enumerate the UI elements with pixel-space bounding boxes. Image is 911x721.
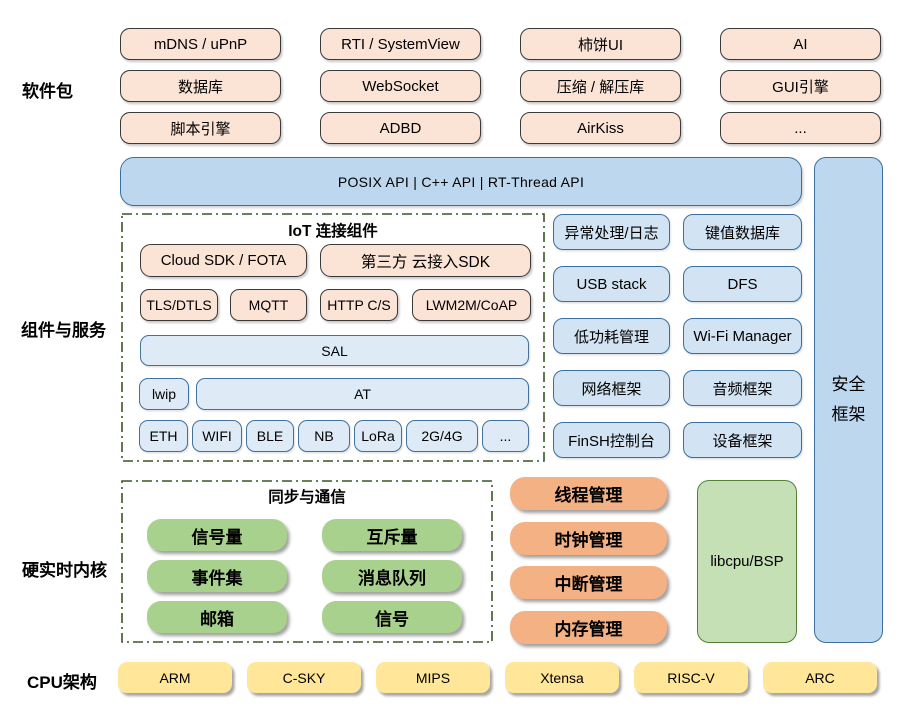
iot-protocol-box: TLS/DTLS bbox=[140, 289, 218, 321]
link-box: NB bbox=[298, 420, 350, 452]
kernel-ipc-box: 消息队列 bbox=[322, 560, 462, 592]
iot-protocol-box: LWM2M/CoAP bbox=[412, 289, 531, 321]
security-framework-line2: 框架 bbox=[831, 405, 866, 424]
service-box: 异常处理/日志 bbox=[553, 214, 670, 250]
package-box: WebSocket bbox=[320, 70, 481, 102]
iot-connectivity-container: IoT 连接组件 Cloud SDK / FOTA 第三方 云接入SDK TLS… bbox=[121, 213, 545, 462]
lwip-box: lwip bbox=[139, 378, 189, 410]
kernel-mgmt-box: 时钟管理 bbox=[510, 522, 667, 555]
kernel-mgmt-box: 中断管理 bbox=[510, 566, 667, 599]
kernel-ipc-box: 邮箱 bbox=[147, 601, 287, 633]
iot-protocol-box: MQTT bbox=[230, 289, 307, 321]
services-grid: 异常处理/日志 键值数据库 USB stack DFS 低功耗管理 Wi-Fi … bbox=[553, 214, 802, 458]
kernel-mgmt-box: 线程管理 bbox=[510, 477, 667, 510]
security-framework-line1: 安全 bbox=[831, 375, 866, 395]
cpu-arch-box: MIPS bbox=[376, 662, 490, 693]
cpu-arch-box: ARC bbox=[763, 662, 877, 693]
service-box: 键值数据库 bbox=[683, 214, 802, 250]
link-box: ETH bbox=[139, 420, 188, 452]
section-label-cpu-arch: CPU架构 bbox=[27, 673, 97, 692]
package-box: ADBD bbox=[320, 112, 481, 144]
software-packages-grid: mDNS / uPnP RTI / SystemView 柿饼UI AI 数据库… bbox=[120, 28, 881, 144]
package-box: 脚本引擎 bbox=[120, 112, 281, 144]
package-box: mDNS / uPnP bbox=[120, 28, 281, 60]
iot-container-title: IoT 连接组件 bbox=[288, 223, 378, 240]
at-layer-box: AT bbox=[196, 378, 529, 410]
cpu-arch-box: Xtensa bbox=[505, 662, 619, 693]
link-box: LoRa bbox=[354, 420, 402, 452]
dashed-border bbox=[121, 480, 493, 643]
kernel-ipc-box: 信号量 bbox=[147, 519, 287, 551]
iot-sdk-box: 第三方 云接入SDK bbox=[320, 244, 531, 277]
package-box: 数据库 bbox=[120, 70, 281, 102]
service-box: DFS bbox=[683, 266, 802, 302]
service-box: 设备框架 bbox=[683, 422, 802, 458]
kernel-ipc-box: 事件集 bbox=[147, 560, 287, 592]
kernel-mgmt-box: 内存管理 bbox=[510, 611, 667, 644]
service-box: USB stack bbox=[553, 266, 670, 302]
cpu-arch-box: ARM bbox=[118, 662, 232, 693]
cpu-arch-row: ARM C-SKY MIPS Xtensa RISC-V ARC bbox=[118, 662, 877, 693]
security-framework-box: 安全 框架 bbox=[814, 157, 883, 643]
package-box: AI bbox=[720, 28, 881, 60]
link-box: WIFI bbox=[192, 420, 242, 452]
iot-protocol-box: HTTP C/S bbox=[320, 289, 398, 321]
section-label-realtime-kernel: 硬实时内核 bbox=[22, 561, 107, 580]
kernel-ipc-box: 互斥量 bbox=[322, 519, 462, 551]
package-box: RTI / SystemView bbox=[320, 28, 481, 60]
iot-sdk-box: Cloud SDK / FOTA bbox=[140, 244, 307, 277]
link-box: 2G/4G bbox=[406, 420, 478, 452]
dashed-border bbox=[121, 213, 545, 462]
service-box: 网络框架 bbox=[553, 370, 670, 406]
link-box: ... bbox=[482, 420, 529, 452]
section-label-components-services: 组件与服务 bbox=[21, 321, 106, 340]
sal-layer-box: SAL bbox=[140, 335, 529, 366]
service-box: 音频框架 bbox=[683, 370, 802, 406]
sync-communication-container: 同步与通信 信号量 互斥量 事件集 消息队列 邮箱 信号 bbox=[121, 480, 493, 643]
package-box: GUI引擎 bbox=[720, 70, 881, 102]
package-box: AirKiss bbox=[520, 112, 681, 144]
package-box: ... bbox=[720, 112, 881, 144]
libcpu-bsp-box: libcpu/BSP bbox=[697, 480, 797, 643]
section-label-software-packages: 软件包 bbox=[22, 82, 73, 101]
api-layer-bar: POSIX API | C++ API | RT-Thread API bbox=[120, 157, 802, 206]
service-box: 低功耗管理 bbox=[553, 318, 670, 354]
package-box: 压缩 / 解压库 bbox=[520, 70, 681, 102]
service-box: FinSH控制台 bbox=[553, 422, 670, 458]
package-box: 柿饼UI bbox=[520, 28, 681, 60]
cpu-arch-box: RISC-V bbox=[634, 662, 748, 693]
link-box: BLE bbox=[246, 420, 294, 452]
service-box: Wi-Fi Manager bbox=[683, 318, 802, 354]
sync-container-title: 同步与通信 bbox=[268, 489, 346, 506]
kernel-ipc-box: 信号 bbox=[322, 601, 462, 633]
cpu-arch-box: C-SKY bbox=[247, 662, 361, 693]
